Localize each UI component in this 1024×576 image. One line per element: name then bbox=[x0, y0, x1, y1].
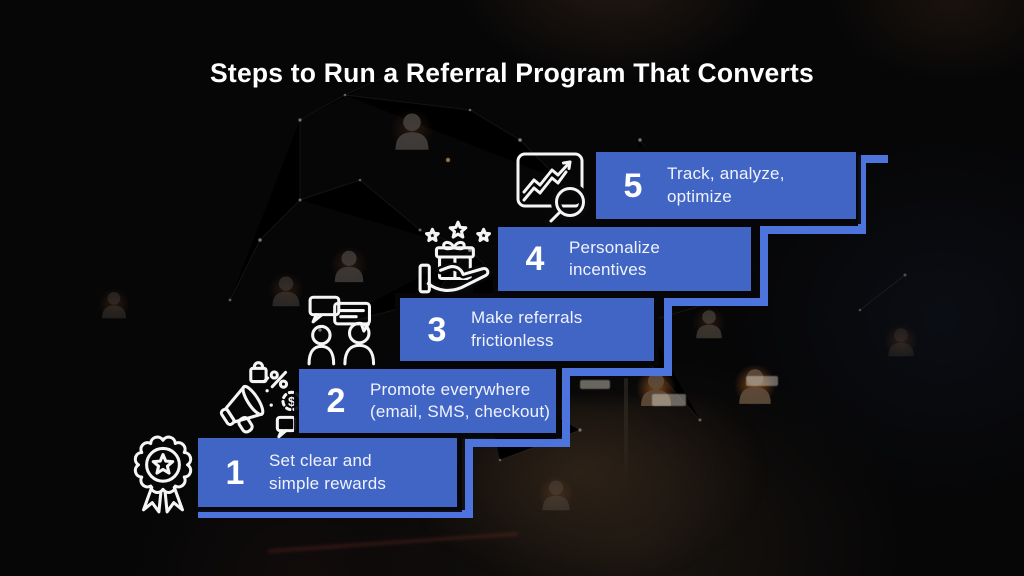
person-silhouette-glowing bbox=[734, 364, 776, 406]
chat-people-icon bbox=[306, 294, 392, 366]
page-title: Steps to Run a Referral Program That Con… bbox=[210, 58, 814, 88]
step-2-number: 2 bbox=[326, 382, 346, 420]
step-5-label: Track, analyze, optimize bbox=[667, 164, 785, 206]
step-5-number: 5 bbox=[623, 166, 643, 205]
phone-edge-highlight bbox=[624, 378, 628, 483]
person-silhouette bbox=[330, 246, 368, 284]
award-badge-icon bbox=[120, 434, 206, 514]
svg-text:$: $ bbox=[288, 394, 296, 409]
step-3-label: Make referrals frictionless bbox=[471, 308, 583, 350]
person-silhouette bbox=[98, 288, 130, 320]
person-silhouette bbox=[390, 108, 434, 152]
step-1-label: Set clear and simple rewards bbox=[269, 451, 387, 493]
background-card-chip bbox=[746, 376, 778, 386]
step-4-box: 4 Personalize incentives bbox=[498, 227, 751, 291]
person-silhouette bbox=[268, 272, 304, 308]
person-silhouette bbox=[692, 306, 726, 340]
person-silhouette bbox=[884, 324, 918, 358]
step-2-box: 2 Promote everywhere (email, SMS, checko… bbox=[299, 369, 556, 433]
step-4-number: 4 bbox=[525, 240, 545, 278]
background-card-chip bbox=[652, 394, 686, 406]
step-3-number: 3 bbox=[427, 310, 447, 349]
step-5-box: 5 Track, analyze, optimize bbox=[596, 152, 856, 219]
background-card-chip bbox=[580, 380, 610, 389]
step-4-label: Personalize incentives bbox=[569, 237, 661, 279]
step-2-label: Promote everywhere (email, SMS, checkout… bbox=[370, 379, 551, 421]
step-1-box: 1 Set clear and simple rewards bbox=[198, 438, 457, 507]
chart-magnifier-icon bbox=[514, 150, 602, 230]
person-silhouette bbox=[538, 476, 574, 512]
megaphone-icon: $ bbox=[214, 360, 308, 442]
gift-hand-icon bbox=[416, 220, 500, 295]
step-1-number: 1 bbox=[225, 453, 245, 492]
step-3-box: 3 Make referrals frictionless bbox=[400, 298, 654, 361]
